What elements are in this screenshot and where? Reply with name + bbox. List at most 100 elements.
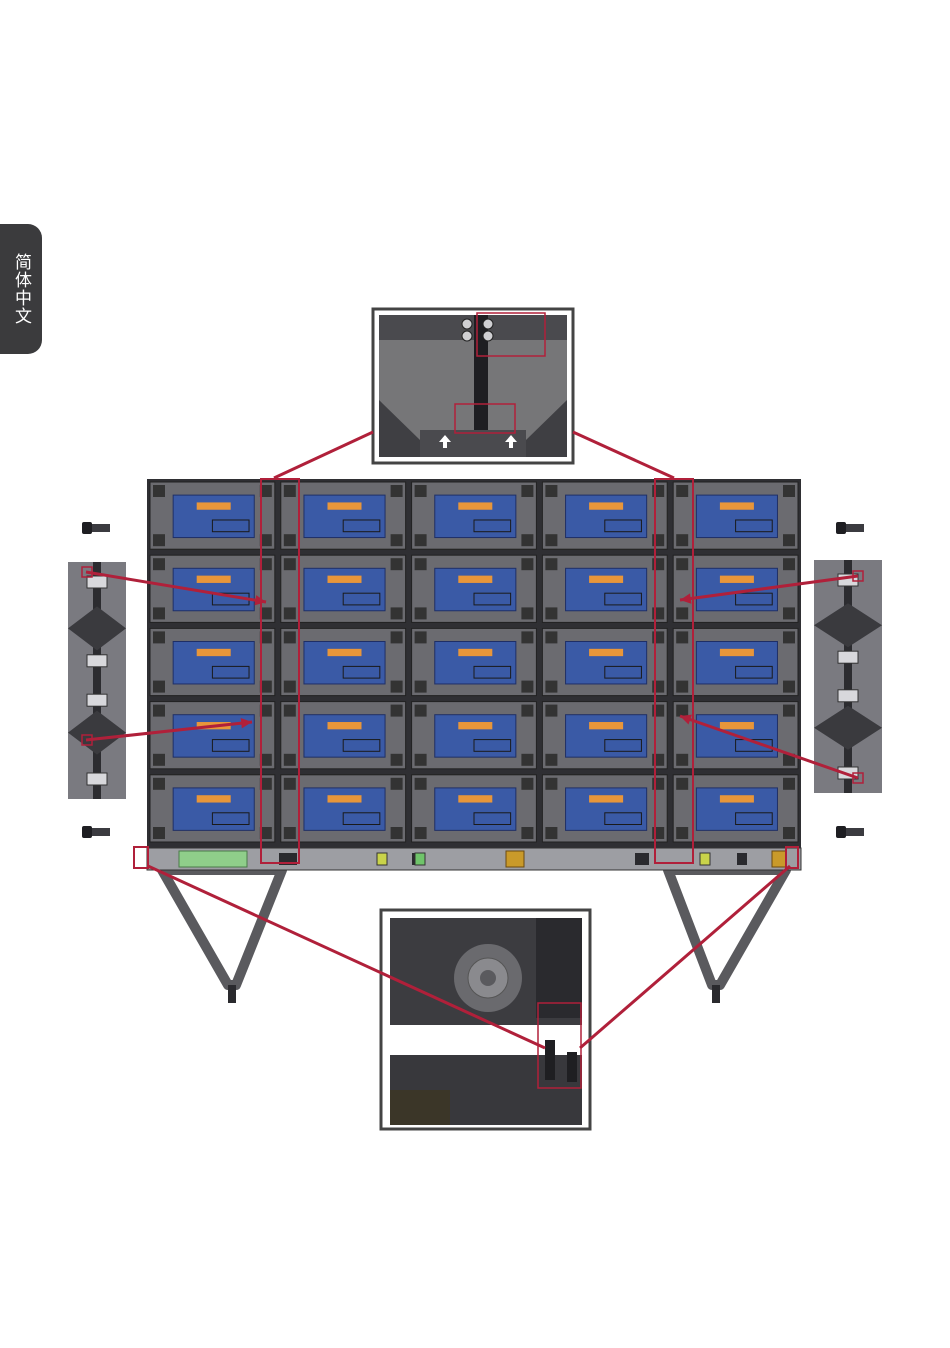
corner-plate (284, 681, 296, 693)
power-module (304, 788, 385, 830)
power-module (304, 568, 385, 610)
power-module (696, 495, 777, 537)
stand-leg (668, 870, 786, 985)
screw-icon (82, 826, 110, 838)
bar-terminal (377, 853, 387, 865)
side-bracket (838, 690, 858, 702)
corner-plate (415, 827, 427, 839)
module-label (458, 795, 492, 802)
module-label (328, 502, 362, 509)
corner-plate (783, 485, 795, 497)
screw-icon (836, 826, 864, 838)
bar-connector (635, 853, 649, 865)
inset-rail-top (379, 315, 567, 340)
corner-plate (545, 681, 557, 693)
corner-plate (415, 631, 427, 643)
power-module (566, 715, 647, 757)
module-label (197, 649, 231, 656)
power-module (696, 642, 777, 684)
power-module (304, 642, 385, 684)
power-module (435, 715, 516, 757)
module-label (458, 502, 492, 509)
corner-plate (391, 485, 403, 497)
corner-plate (545, 827, 557, 839)
corner-plate (521, 558, 533, 570)
module-label (720, 722, 754, 729)
side-bracket (838, 651, 858, 663)
corner-plate (153, 827, 165, 839)
side-bracket (87, 655, 107, 667)
corner-plate (783, 778, 795, 790)
corner-plate (153, 631, 165, 643)
corner-plate (391, 681, 403, 693)
corner-plate (545, 485, 557, 497)
module-label (589, 795, 623, 802)
module-label (328, 576, 362, 583)
inset-pin (567, 1052, 577, 1082)
module-label (720, 795, 754, 802)
corner-plate (284, 778, 296, 790)
corner-plate (153, 558, 165, 570)
right-side-detail-panel (814, 560, 882, 793)
corner-plate (415, 778, 427, 790)
corner-plate (284, 558, 296, 570)
corner-plate (391, 558, 403, 570)
module-label (458, 722, 492, 729)
power-module (304, 495, 385, 537)
corner-plate (783, 631, 795, 643)
power-module (173, 642, 254, 684)
module-label (720, 576, 754, 583)
module-label (328, 795, 362, 802)
corner-plate (153, 681, 165, 693)
corner-plate (521, 705, 533, 717)
module-label (589, 649, 623, 656)
corner-plate (783, 534, 795, 546)
corner-plate (676, 754, 688, 766)
module-label (720, 649, 754, 656)
module-label (328, 649, 362, 656)
corner-plate (284, 705, 296, 717)
corner-plate (153, 485, 165, 497)
stand-foot (712, 985, 720, 1003)
power-module (566, 495, 647, 537)
stand-leg (162, 870, 282, 985)
corner-plate (676, 534, 688, 546)
corner-plate (521, 607, 533, 619)
inset-bolt (483, 319, 493, 329)
top-detail-inset (373, 309, 573, 463)
module-label (589, 576, 623, 583)
corner-plate (415, 607, 427, 619)
power-module (696, 788, 777, 830)
module-label (458, 576, 492, 583)
corner-plate (545, 607, 557, 619)
power-module (566, 568, 647, 610)
power-module (435, 495, 516, 537)
module-label (589, 722, 623, 729)
inset-pin (545, 1040, 555, 1080)
side-panel-rail (844, 560, 852, 793)
corner-plate (415, 558, 427, 570)
corner-plate (676, 705, 688, 717)
module-label (458, 649, 492, 656)
corner-plate (391, 754, 403, 766)
inset-bolt (462, 319, 472, 329)
callout-line (580, 866, 790, 1048)
corner-plate (521, 754, 533, 766)
power-module (566, 642, 647, 684)
screw-icon (82, 522, 110, 534)
corner-plate (391, 631, 403, 643)
inset-bolt (462, 331, 472, 341)
side-panel-rail (93, 562, 101, 799)
corner-plate (153, 607, 165, 619)
corner-plate (284, 534, 296, 546)
module-label (197, 795, 231, 802)
corner-plate (676, 631, 688, 643)
corner-plate (153, 754, 165, 766)
corner-plate (415, 754, 427, 766)
power-module (435, 788, 516, 830)
bar-connector (737, 853, 747, 865)
led-video-wall (147, 479, 801, 870)
bar-gold-block (772, 851, 786, 867)
corner-plate (783, 607, 795, 619)
